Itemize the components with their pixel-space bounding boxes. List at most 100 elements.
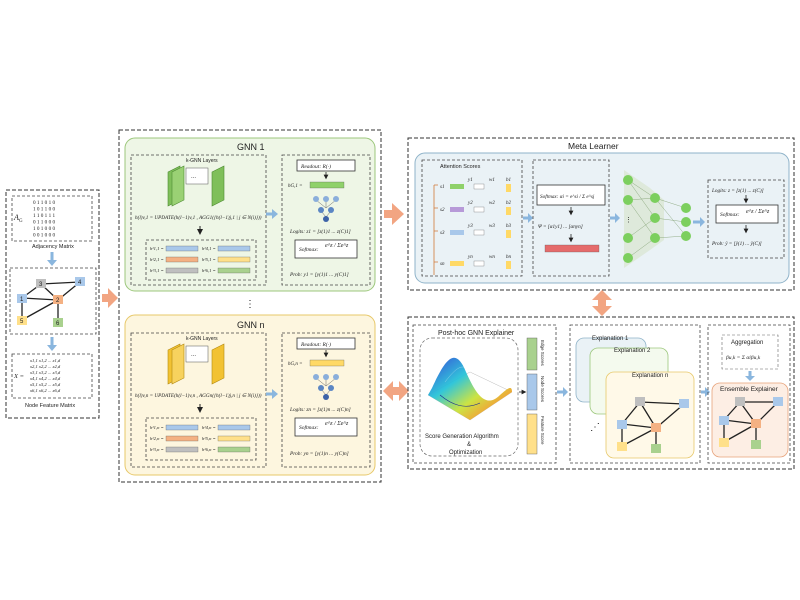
adjacency-sub: G (19, 219, 23, 224)
arrow-gnns-explainer (383, 381, 409, 401)
attention-bracket (433, 184, 438, 275)
meta-w1: w1 (489, 178, 495, 183)
meta-softmax: Softmax: αi = e^si / Σ e^sj (540, 193, 595, 200)
adjacency-row-6: 0 0 1 0 0 0 (33, 233, 55, 239)
score-bars: Edge Scores Node Scores Feature Score (526, 337, 545, 455)
meta-y2: y2 (467, 201, 473, 206)
arrowhead-agg-ensemble (745, 376, 755, 381)
gnnn-mlp (313, 374, 339, 400)
adjacency-label: A (13, 213, 19, 222)
gnnn-readout-box (296, 337, 356, 350)
gnnn-readout-panel (281, 332, 371, 468)
explainer-caption-3: Optimization (449, 450, 482, 456)
input-graph-box (9, 267, 97, 335)
gnnn-update-eq: h(l)v,n = UPDATE(h(l−1)v,n , AGGn({h(l−1… (135, 392, 262, 399)
meta-y3: y3 (467, 224, 473, 229)
svg-text:...: ... (191, 352, 196, 358)
attention-rows: s1 y1 w1 b1 s2 y2 w2 b2 s3 y3 w3 b3 sn y… (440, 178, 512, 269)
gnnn-hG: hG,n = (288, 362, 303, 367)
attention-box (421, 159, 523, 277)
feature-row-3: x3,1 x3,2 ... x3,d (29, 370, 61, 376)
meta-s1: s1 (440, 185, 444, 190)
gnn1-readout: Readout: R(·) (300, 163, 331, 170)
gnn1-emb-6: h¹6,1 = (202, 268, 216, 274)
explainer-caption-2: & (467, 442, 471, 448)
gnnn-emb-6: h¹6,n = (202, 447, 216, 453)
gnn1-mlp (313, 196, 339, 222)
gnn1-emb-3: h¹3,1 = (150, 268, 164, 274)
gnnn-emb-5: h¹5,n = (202, 436, 216, 442)
meta-w2: w2 (489, 201, 495, 206)
gnn1-title: GNN 1 (237, 142, 265, 152)
adjacency-matrix: 0 1 1 0 1 0 1 0 1 1 0 0 1 1 0 1 1 1 0 1 … (33, 200, 55, 239)
arrowhead-to-explanations (563, 387, 568, 397)
gnnn-readout: Readout: R(·) (300, 341, 331, 348)
feature-box (11, 353, 93, 399)
gnnn-layer-stack: ... (167, 343, 225, 385)
explanations-panel (569, 324, 701, 464)
gnnn-emb-3: h¹3,n = (150, 447, 164, 453)
gnn1-layer-stack: ... (167, 165, 225, 207)
feature-row-2: x2,1 x2,2 ... x2,d (29, 364, 61, 370)
meta-outer (407, 137, 795, 291)
explainer-outer (407, 316, 795, 470)
meta-b3: b3 (506, 224, 512, 229)
gnnn-softmax-frac: e^z / Σe^z (325, 421, 349, 427)
aggregation-box (721, 334, 779, 370)
feature-label: X = (13, 373, 24, 380)
feature-row-1: x1,1 x1,2 ... x1,d (29, 358, 61, 364)
gnnn-emb-4: h¹4,n = (202, 425, 216, 431)
gnn1-readout-panel (281, 154, 371, 286)
explainer-caption-1: Score Generation Algorithm (425, 434, 499, 440)
graph-node-3: 3 (39, 282, 43, 288)
gnn1-update-eq: h(l)v,1 = UPDATE(h(l−1)v,1 , AGG1({h(l−1… (135, 214, 262, 221)
gnn1-softmax: Softmax: (299, 246, 319, 253)
meta-bn: bn (506, 255, 512, 260)
feature-row-4: x4,1 x4,2 ... x4,d (29, 376, 61, 382)
feature-row-5: x5,1 x5,2 ... x5,d (29, 382, 61, 388)
explanations-dots: ⋰ (590, 422, 600, 433)
meta-b1: b1 (506, 178, 511, 183)
gnnn-layers-box (130, 332, 267, 468)
explanation-n-label: Explanation n (632, 373, 668, 379)
node-scores-label: Node Scores (540, 376, 545, 403)
feature-row-6: x6,1 x6,2 ... x6,d (29, 388, 61, 394)
gnn1-readout-box (296, 159, 356, 172)
input-panel (5, 189, 100, 419)
ensemble-label: Ensemble Explainer (720, 386, 779, 393)
meta-neural-net: ⋮ (623, 170, 691, 268)
meta-prob: Prob: ŷ = [ŷ(1) ... ŷ(C)] (711, 240, 762, 247)
gnn-ellipsis: ⋮ (245, 299, 255, 310)
feature-caption: Node Feature Matrix (25, 403, 75, 409)
gnn-ensemble-panel (118, 129, 382, 483)
gnnn-hG-bar (309, 359, 345, 367)
edge-scores-label: Edge Scores (540, 340, 545, 367)
meta-output-panel (707, 179, 785, 259)
adjacency-row-1: 0 1 1 0 1 0 (33, 200, 55, 206)
gnn1-emb-5: h¹5,1 = (202, 257, 216, 263)
gnnn-embeddings-box (145, 417, 257, 461)
meta-arrowhead-1 (528, 213, 533, 223)
gnn1-layers-box (130, 154, 267, 286)
gnn1-arrowhead-to-readout (272, 209, 278, 219)
aggregation-title: Aggregation (731, 340, 763, 346)
svg-text:...: ... (191, 174, 196, 180)
adjacency-row-5: 1 0 1 0 0 0 (33, 226, 55, 232)
meta-wn: wn (489, 255, 495, 260)
gnnn-logits: Logits: zn = [z(1)n ... z(C)n] (289, 406, 351, 413)
adjacency-caption: Adjacency Matrix (32, 244, 74, 250)
arrow-input-to-gnns (102, 288, 118, 308)
ensemble-graph (719, 397, 783, 449)
gnnn-softmax: Softmax: (299, 424, 319, 431)
gnn1-prob: Prob: y1 = [y(1)1 ... y(C)1] (289, 271, 349, 278)
gnnn-emb-1: h¹1,n = (150, 425, 164, 431)
meta-arrowhead-2 (615, 213, 620, 223)
adjacency-row-2: 1 0 1 1 0 0 (33, 207, 55, 213)
meta-softmax2-box (715, 204, 779, 224)
explanation-2-label: Explanation 2 (614, 348, 651, 354)
meta-softmax2: Softmax: (720, 211, 740, 218)
meta-s2: s2 (440, 208, 445, 213)
gnn1-softmax-box (294, 239, 358, 259)
meta-psi: Ψ = [α1y1] ... [αnyn] (538, 224, 583, 230)
